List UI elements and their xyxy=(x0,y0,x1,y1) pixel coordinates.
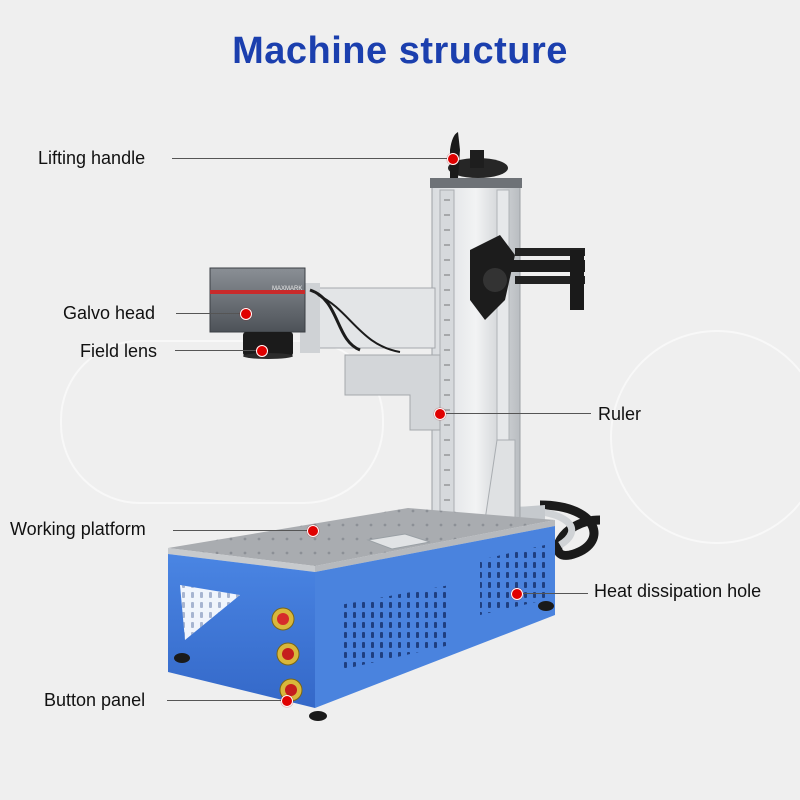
marker-dot-ruler xyxy=(434,408,446,420)
leader-line-galvo-head xyxy=(176,313,244,314)
background-ring xyxy=(610,330,800,544)
label-heat-dissipation-hole: Heat dissipation hole xyxy=(594,581,762,601)
galvo-head-body xyxy=(209,267,306,333)
monitor-mount xyxy=(470,235,585,320)
ruler-scale xyxy=(444,199,450,501)
leader-line-button-panel xyxy=(167,700,286,701)
platform-jig xyxy=(366,533,431,550)
column-top-cap xyxy=(430,178,522,188)
leader-line-lifting-handle xyxy=(172,158,452,159)
field-lens-body xyxy=(243,332,293,356)
marker-dot-button-panel xyxy=(281,695,293,707)
base-foot xyxy=(538,601,554,611)
platform-edge-left xyxy=(168,548,315,572)
heat-dissipation-vents-left xyxy=(340,585,450,670)
galvo-red-stripe xyxy=(210,290,305,294)
label-working-platform: Working platform xyxy=(10,519,146,539)
arm-bracket xyxy=(344,354,441,431)
label-field-lens: Field lens xyxy=(80,341,158,361)
marker-dot-heat-dissipation-hole xyxy=(511,588,523,600)
marker-dot-galvo-head xyxy=(240,308,252,320)
label-lifting-handle: Lifting handle xyxy=(38,148,146,168)
label-button-panel: Button panel xyxy=(44,690,146,710)
label-galvo-head: Galvo head xyxy=(63,303,156,323)
background-ring xyxy=(60,340,384,504)
leader-line-ruler xyxy=(441,413,591,414)
base-foot xyxy=(174,653,190,663)
base-foot xyxy=(309,711,327,721)
marker-dot-lifting-handle xyxy=(447,153,459,165)
button-panel xyxy=(271,607,303,702)
leader-line-heat-dissipation-hole xyxy=(516,593,588,594)
marker-dot-working-platform xyxy=(307,525,319,537)
platform-edge-right xyxy=(315,520,555,572)
marker-dot-field-lens xyxy=(256,345,268,357)
galvo-brand-text: MAXMARK xyxy=(272,286,302,292)
label-ruler: Ruler xyxy=(598,404,642,424)
heat-dissipation-vents-right xyxy=(480,545,545,615)
leader-line-field-lens xyxy=(175,350,261,351)
page-title: Machine structure xyxy=(232,30,568,72)
leader-line-working-platform xyxy=(173,530,313,531)
